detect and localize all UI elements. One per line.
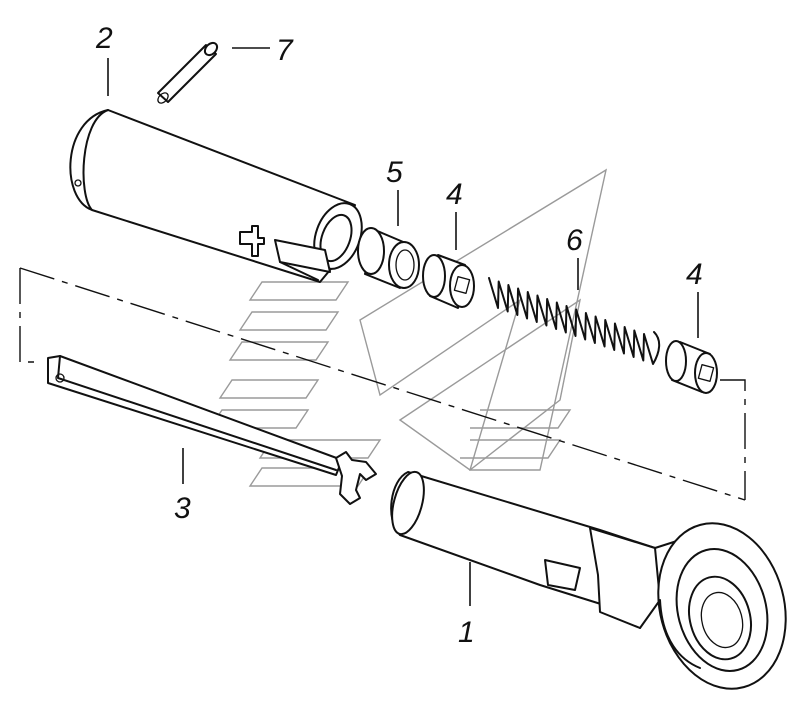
spacer-part-4-left: [422, 254, 475, 309]
callout-4a: 4: [446, 178, 463, 211]
flat-bar-part-3: [47, 355, 377, 505]
callout-7: 7: [276, 34, 294, 67]
rod-eye-part-1: [390, 470, 787, 690]
leader-lines: [107, 47, 699, 606]
watermark-logo: [208, 168, 608, 487]
spacer-part-4-right: [665, 340, 718, 394]
callout-labels: 2 7 5 4 6 4 3 1: [95, 22, 703, 649]
spring-part-6: [488, 277, 661, 365]
bushing-part-5: [357, 227, 420, 289]
callout-4b: 4: [686, 258, 703, 291]
callout-6: 6: [566, 224, 583, 257]
callout-5: 5: [386, 156, 403, 189]
outer-tube-part-2: [69, 109, 363, 283]
callout-1: 1: [458, 616, 475, 649]
assembly-centerlines: [19, 267, 746, 501]
pin-part-7: [157, 41, 219, 104]
callout-3: 3: [174, 492, 191, 525]
callout-2: 2: [95, 22, 113, 55]
